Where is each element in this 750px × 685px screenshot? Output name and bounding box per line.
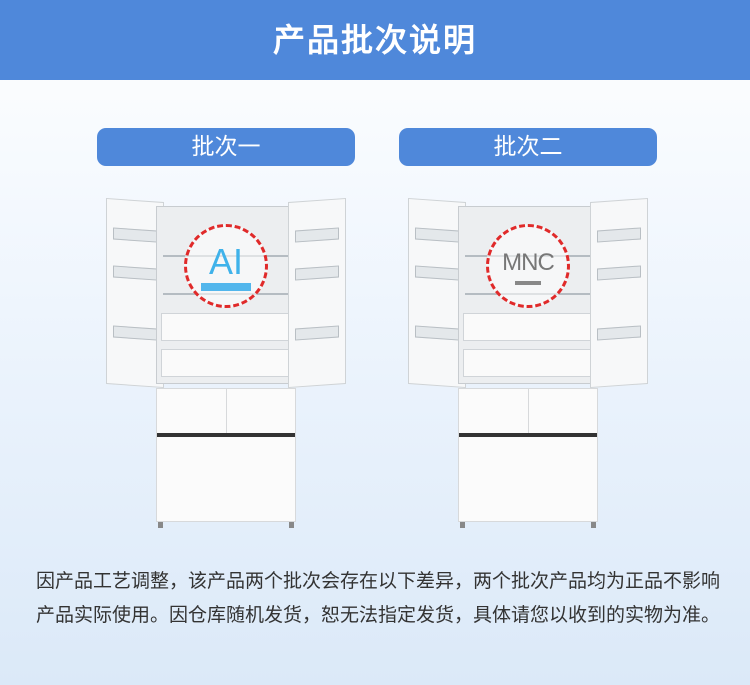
mnc-logo: MNC — [502, 249, 555, 276]
fridge-image-batch-one: AI — [106, 197, 346, 528]
mnc-logo-highlight: MNC — [486, 224, 570, 308]
ai-logo-highlight: AI — [184, 224, 268, 308]
ai-logo: AI — [208, 241, 243, 282]
page-title: 产品批次说明 — [0, 0, 750, 80]
batch-one-label: 批次一 — [97, 128, 355, 166]
batch-two-label: 批次二 — [399, 128, 657, 166]
fridge-image-batch-two: MNC — [408, 197, 648, 528]
batch-description: 因产品工艺调整，该产品两个批次会存在以下差异，两个批次产品均为正品不影响产品实际… — [36, 570, 721, 626]
